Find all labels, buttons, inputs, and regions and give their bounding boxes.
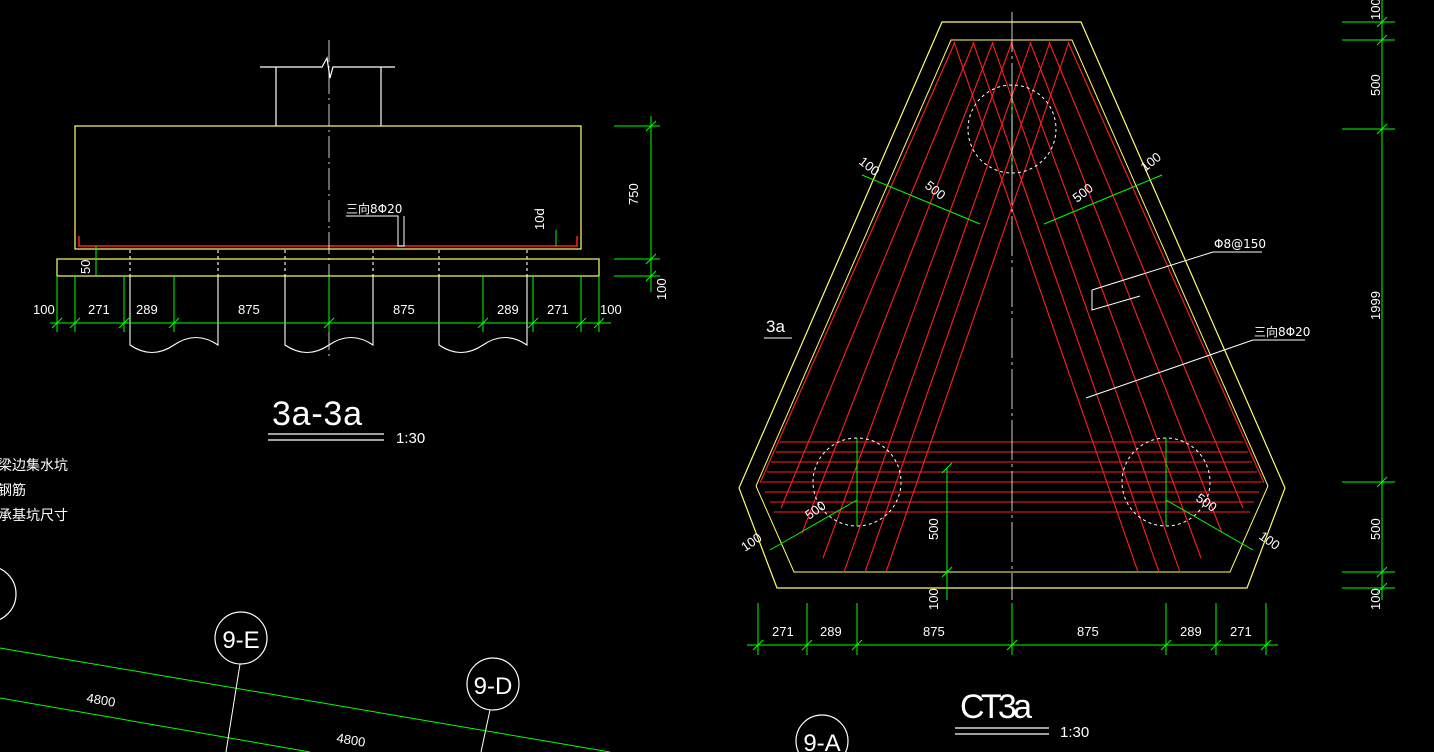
grid-leader-9e	[225, 663, 241, 752]
label-10d: 10d	[532, 208, 547, 230]
cap-outer-outline	[738, 21, 1286, 589]
plan-view: 100 100 500 500 500 500 100 100 500 100 …	[738, 12, 1310, 741]
section-bottom-dimline	[50, 276, 611, 332]
right-vertical-dims: 100 500 1999 500 100	[1342, 0, 1395, 610]
cap-inner-outline	[755, 39, 1269, 573]
note-line-3: 承基坑尺寸	[0, 507, 68, 524]
plan-rebar-callout: 三向8Φ20	[1254, 324, 1310, 339]
plan-bottom-dims: 271 289 875 875 289 271	[772, 624, 1252, 639]
bottom-rebar	[78, 236, 578, 247]
section-title: 3a-3a	[272, 395, 362, 433]
plan-dim-1: 289	[820, 624, 842, 639]
grid-label-9e: 9-E	[222, 627, 259, 654]
section-dim-5: 289	[497, 302, 519, 317]
grid-bubble-9d	[466, 657, 520, 711]
right-dim-2: 1999	[1368, 291, 1383, 320]
plan-vertical-100: 100	[926, 588, 941, 610]
notes: 梁边集水坑 钢筋 承基坑尺寸	[0, 457, 68, 524]
right-dim-3: 500	[1368, 518, 1383, 540]
plan-edge-dims	[769, 174, 1254, 600]
section-dim-4: 875	[393, 302, 415, 317]
right-dim-0: 100	[1368, 0, 1383, 20]
plan-edge-br: 100	[1256, 528, 1282, 553]
rebar-callout-leader	[346, 215, 405, 247]
grid-axes: 9-E 9-D 9-A 4800 4800	[0, 568, 849, 752]
plan-dim-3: 875	[1077, 624, 1099, 639]
pile-top	[967, 84, 1057, 174]
grid-label-9a: 9-A	[803, 730, 840, 752]
spacing-callout: Φ8@150	[1214, 237, 1266, 251]
grid-bubble-partial	[0, 568, 17, 620]
section-right-dims	[614, 116, 660, 292]
plan-vertical-500: 500	[926, 518, 941, 540]
plan-bottom-dimline	[747, 603, 1278, 655]
section-dim-6: 271	[547, 302, 569, 317]
dim-height-50: 50	[78, 260, 93, 274]
grid-leader-9d	[480, 709, 491, 752]
grid-label-9d: 9-D	[474, 673, 513, 700]
plan-section-mark: 3a	[766, 317, 785, 336]
plan-dim-5: 271	[1230, 624, 1252, 639]
plan-rebar-callout-leader	[1085, 339, 1305, 399]
plan-radius-br: 500	[1193, 490, 1219, 515]
plan-dim-2: 875	[923, 624, 945, 639]
pile-cap-outline	[74, 125, 582, 250]
section-dim-3: 875	[238, 302, 260, 317]
plan-edge-bl: 100	[738, 530, 764, 555]
section-rebar-callout: 三向8Φ20	[346, 201, 402, 216]
grid-span-2: 4800	[335, 730, 366, 750]
section-scale: 1:30	[396, 430, 425, 447]
plan-scale: 1:30	[1060, 724, 1089, 741]
section-dim-0: 100	[33, 302, 55, 317]
plan-piles	[812, 84, 1211, 527]
section-dim-2: 289	[136, 302, 158, 317]
section-dim-7: 100	[600, 302, 622, 317]
plan-edge-left: 100	[856, 154, 882, 179]
pile-right	[1121, 437, 1211, 527]
grid-bubble-9e	[214, 611, 268, 665]
section-bottom-dims: 100 271 289 875 875 289 271 100	[33, 302, 622, 317]
right-dim-4: 100	[1368, 588, 1383, 610]
rebar-bands	[759, 41, 1265, 573]
spacing-callout-leader	[1091, 251, 1262, 311]
plan-radius-tl: 500	[922, 178, 948, 203]
right-dim-1: 500	[1368, 74, 1383, 96]
column-stub	[260, 56, 395, 126]
note-line-1: 梁边集水坑	[0, 457, 68, 474]
pile-left	[812, 437, 902, 527]
section-view: 三向8Φ20 10d 750 100 50	[33, 40, 669, 447]
grid-bubble-9a	[795, 714, 849, 752]
grid-span-1: 4800	[85, 690, 116, 710]
plan-edge-right: 100	[1138, 149, 1164, 174]
plan-title: CT3a	[960, 688, 1032, 726]
note-line-2: 钢筋	[0, 482, 26, 499]
plan-dim-0: 271	[772, 624, 794, 639]
dim-height-750: 750	[626, 183, 641, 205]
cushion-layer	[56, 258, 600, 277]
plan-edge-labels: 100 100 500 500 500 500 100 100 500 100	[738, 149, 1283, 610]
grid-line-lower	[0, 697, 311, 752]
section-dim-1: 271	[88, 302, 110, 317]
plan-dim-4: 289	[1180, 624, 1202, 639]
grid-line-upper	[0, 647, 611, 752]
dim-height-100: 100	[654, 278, 669, 300]
